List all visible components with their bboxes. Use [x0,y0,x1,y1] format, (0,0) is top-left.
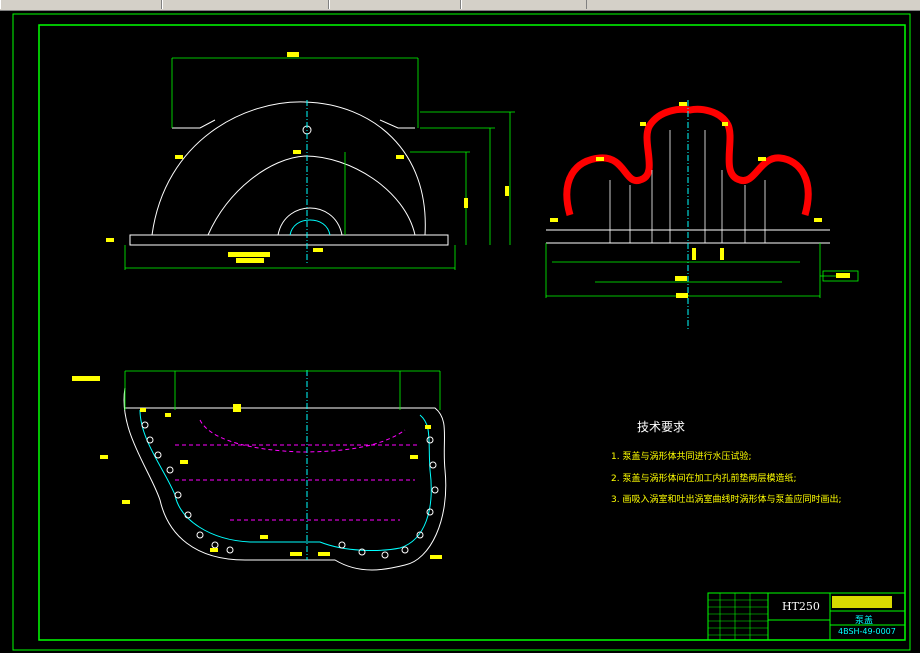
front-view [106,52,515,270]
hub-inner [289,219,331,236]
front-dimensions [124,57,515,270]
drawing-number-label: 4BSH-49-0007 [838,627,896,636]
outer-arc [151,101,426,236]
base-plate [129,234,449,246]
section-wall-profile [563,105,812,216]
flange-lines [172,119,415,129]
part-name-label: 泵盖 [855,616,874,626]
plan-inner-contour [139,409,432,551]
section-hatch [609,130,766,243]
tech-requirement-item: 2. 泵盖与涡形体间在加工内孔前垫两层模造纸; [611,474,797,484]
hub-outer [277,207,343,236]
plan-outer-contour [123,387,447,571]
toolbar-segment[interactable] [461,0,587,9]
toolbar-segment[interactable] [0,0,162,9]
title-block-border [707,592,906,641]
toolbar-segment[interactable] [329,0,461,9]
inner-arc [207,155,416,236]
section-labels [550,102,850,298]
title-block [707,592,906,641]
title-block-grid [708,593,768,640]
plan-bolt-holes [141,421,439,559]
tech-requirement-item: 3. 画吸入涡室和吐出涡室曲线时涡形体与泵盖应同时画出; [611,495,842,505]
section-dimensions [545,243,859,298]
plan-dimensions [124,370,441,410]
section-view [545,100,859,330]
drawing-frame [38,24,906,641]
application-toolbar [0,0,920,11]
material-label: HT250 [782,600,820,613]
front-dimension-labels [106,52,509,263]
outer-border [12,13,911,651]
cad-drawing-canvas[interactable] [0,10,920,653]
tech-requirements-title: 技术要求 [637,420,686,434]
toolbar-segment[interactable] [162,0,329,9]
tech-requirement-item: 1. 泵盖与涡形体共同进行水压试验; [611,452,752,462]
plan-view [72,370,447,571]
plan-labels [72,376,442,559]
plan-hidden-arc [199,419,406,453]
plan-hidden-lines [175,444,420,521]
title-school-block [832,596,892,608]
